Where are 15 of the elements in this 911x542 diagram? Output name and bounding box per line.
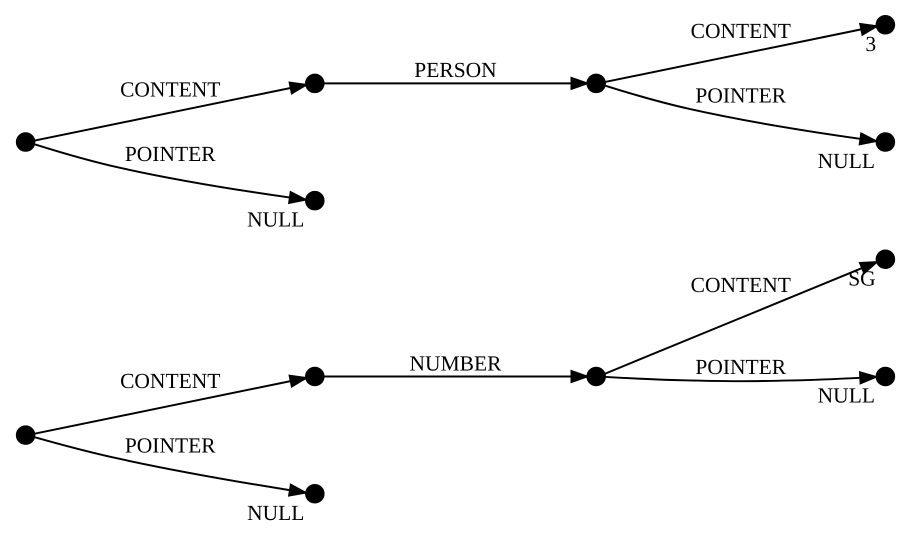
node-label: NULL [818, 149, 875, 174]
edge-label: CONTENT [690, 19, 791, 44]
node-label: NULL [818, 384, 875, 408]
edge-label: PERSON [414, 58, 497, 82]
node-label: NULL [247, 208, 304, 232]
edge-label: POINTER [695, 84, 786, 108]
edge-label: POINTER [124, 142, 216, 166]
edge-label: CONTENT [120, 78, 220, 102]
edge-label: CONTENT [120, 368, 220, 393]
edge-label: POINTER [124, 433, 216, 458]
node-label: NULL [247, 500, 304, 525]
edge-label: CONTENT [690, 273, 791, 298]
edge-label: NUMBER [410, 351, 502, 376]
node-label: 3 [865, 32, 876, 56]
edge-label: POINTER [695, 355, 786, 380]
